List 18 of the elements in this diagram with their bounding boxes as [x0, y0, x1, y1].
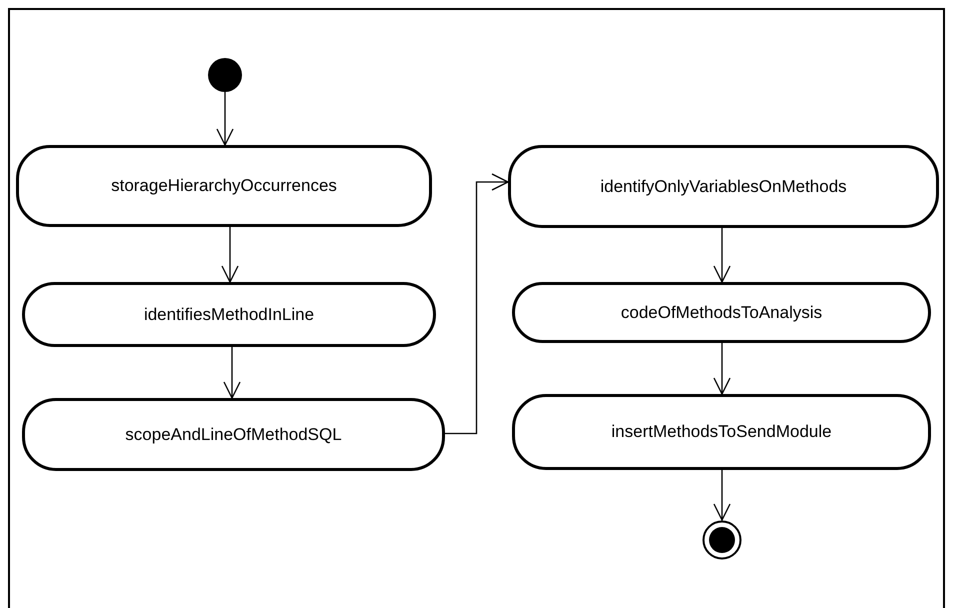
action-label: identifiesMethodInLine	[144, 304, 314, 326]
arrow	[221, 227, 239, 283]
action-label: identifyOnlyVariablesOnMethods	[600, 176, 847, 198]
arrow	[223, 347, 241, 399]
arrow	[445, 173, 509, 434]
action-label: scopeAndLineOfMethodSQL	[125, 424, 342, 446]
arrow	[216, 92, 234, 146]
action-box	[512, 394, 931, 470]
arrow	[713, 228, 731, 283]
action-label: storageHierarchyOccurrences	[111, 175, 337, 198]
action-box	[508, 145, 939, 228]
action-label: codeOfMethodsToAnalysis	[620, 302, 822, 324]
arrow	[713, 470, 731, 521]
initial-node	[208, 58, 242, 92]
action-box	[16, 145, 432, 227]
action-label: insertMethodsToSendModule	[611, 421, 832, 444]
final-node	[702, 520, 742, 560]
arrow	[713, 343, 731, 395]
